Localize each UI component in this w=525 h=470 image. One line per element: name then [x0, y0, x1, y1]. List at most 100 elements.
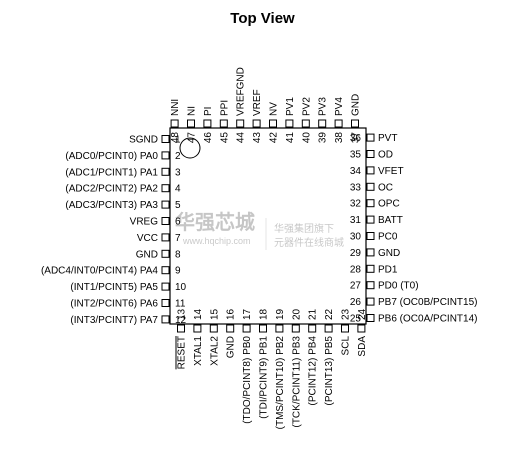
pin-square — [161, 167, 170, 176]
pin-number: 5 — [175, 200, 181, 211]
pin-square — [161, 184, 170, 193]
pin-number: 40 — [301, 132, 312, 144]
pin-square — [259, 324, 267, 333]
pin-square — [366, 264, 375, 273]
pin-number: 37 — [351, 132, 362, 144]
pin-square — [193, 324, 202, 333]
pin-square — [236, 119, 245, 128]
pin-number: 47 — [187, 132, 198, 144]
diagram-title: Top View — [230, 10, 295, 27]
pin-label: SGND — [129, 135, 158, 146]
pin-label: BATT — [378, 215, 403, 226]
pin-square — [366, 297, 375, 306]
pin-square — [252, 119, 261, 128]
pin-number: 42 — [269, 132, 280, 144]
pin-label: VREG — [130, 217, 159, 228]
pin-number: 12 — [175, 315, 187, 326]
pin-label: (INT1/PCINT5) PA5 — [70, 282, 158, 293]
pin-label: XTAL2 — [209, 336, 220, 366]
pin-square — [318, 119, 327, 128]
pin-number: 24 — [357, 308, 368, 320]
pin-label: (TDI/PCINT9) PB1 — [259, 336, 270, 419]
pin-square — [366, 215, 375, 224]
pin-label: SCL — [341, 336, 352, 356]
pin-label: GND — [226, 336, 237, 358]
pin-square — [187, 119, 195, 128]
pin-label: PD0 (T0) — [378, 281, 419, 292]
pin-label: RESET — [177, 336, 188, 369]
pin-square — [366, 133, 375, 142]
pin-label: (PCINT12) PB4 — [308, 336, 319, 406]
pin-square — [269, 119, 277, 128]
pin-number: 38 — [334, 132, 345, 144]
pin-label: (TCK/PCINT11) PB3 — [291, 336, 302, 428]
pin-label: PPI — [219, 100, 230, 116]
pin-number: 28 — [350, 264, 362, 275]
pin-square — [357, 324, 366, 333]
pin-square — [366, 248, 375, 257]
pin-number: 10 — [175, 282, 187, 293]
pin-number: 20 — [291, 308, 302, 320]
pin-label: VFET — [378, 166, 404, 177]
pin-number: 2 — [175, 151, 181, 162]
pin-label: XTAL1 — [193, 336, 204, 366]
pin-label: SDA — [357, 336, 368, 357]
pin-number: 25 — [350, 314, 362, 325]
pin-number: 34 — [350, 166, 362, 177]
pin-square — [291, 324, 300, 333]
pin-square — [366, 314, 375, 322]
pin-label: (ADC2/PCINT2) PA2 — [65, 184, 158, 195]
pin-square — [226, 324, 235, 333]
pin-number: 3 — [175, 167, 181, 178]
pin-square — [366, 281, 375, 290]
pin-number: 8 — [175, 249, 181, 260]
pin-square — [366, 182, 375, 191]
pin-label: (ADC1/PCINT1) PA1 — [65, 167, 158, 178]
pin-number: 16 — [226, 308, 237, 320]
pin-label: (INT2/PCINT6) PA6 — [70, 299, 158, 310]
pin-label: (ADC4/INT0/PCINT4) PA4 — [41, 266, 158, 277]
pin-label: GND — [351, 94, 362, 116]
pin-number: 29 — [350, 248, 362, 259]
pin-square — [366, 199, 375, 208]
pin-number: 6 — [175, 217, 181, 228]
pin-number: 9 — [175, 266, 181, 277]
pin-number: 4 — [175, 184, 181, 195]
pin-number: 26 — [350, 297, 362, 308]
pin-number: 31 — [350, 215, 362, 226]
pin-label: PB7 (OC0B/PCINT15) — [378, 297, 477, 308]
pin-square — [301, 119, 310, 128]
pin-number: 21 — [308, 308, 319, 320]
watermark: 华强芯城 www.hqchip.com 华强集团旗下 元器件在线商城 — [175, 210, 344, 250]
pin-number: 43 — [252, 132, 263, 144]
pin-label: VCC — [137, 233, 158, 244]
pin-number: 36 — [350, 133, 362, 144]
pin-number: 30 — [350, 232, 362, 243]
pin-number: 27 — [350, 281, 362, 292]
pin-square — [351, 119, 359, 128]
pin-label: PC0 — [378, 232, 398, 243]
pin-number: 18 — [259, 308, 270, 320]
pin-label: VREFGND — [236, 67, 247, 116]
pin-square — [170, 119, 179, 128]
pin-number: 35 — [350, 150, 362, 161]
pin-number: 17 — [242, 308, 253, 320]
pin-label: GND — [378, 248, 400, 259]
pin-label: (ADC0/PCINT0) PA0 — [65, 151, 158, 162]
pin-label: OC — [378, 182, 393, 193]
pin-label: PV2 — [301, 97, 312, 116]
pin-square — [219, 119, 228, 128]
pin-square — [161, 282, 170, 291]
pin-number: 48 — [170, 132, 181, 144]
pin-label: (ADC3/PCINT3) PA3 — [65, 200, 158, 211]
pin-label: OPC — [378, 199, 400, 210]
pin-square — [161, 315, 170, 324]
pin-label: PI — [203, 107, 214, 116]
pin-square — [242, 324, 251, 333]
pin-label: GND — [136, 249, 158, 260]
pin-label: NI — [187, 106, 198, 116]
pin-square — [161, 217, 170, 225]
watermark-slogan-2: 元器件在线商城 — [274, 236, 344, 249]
